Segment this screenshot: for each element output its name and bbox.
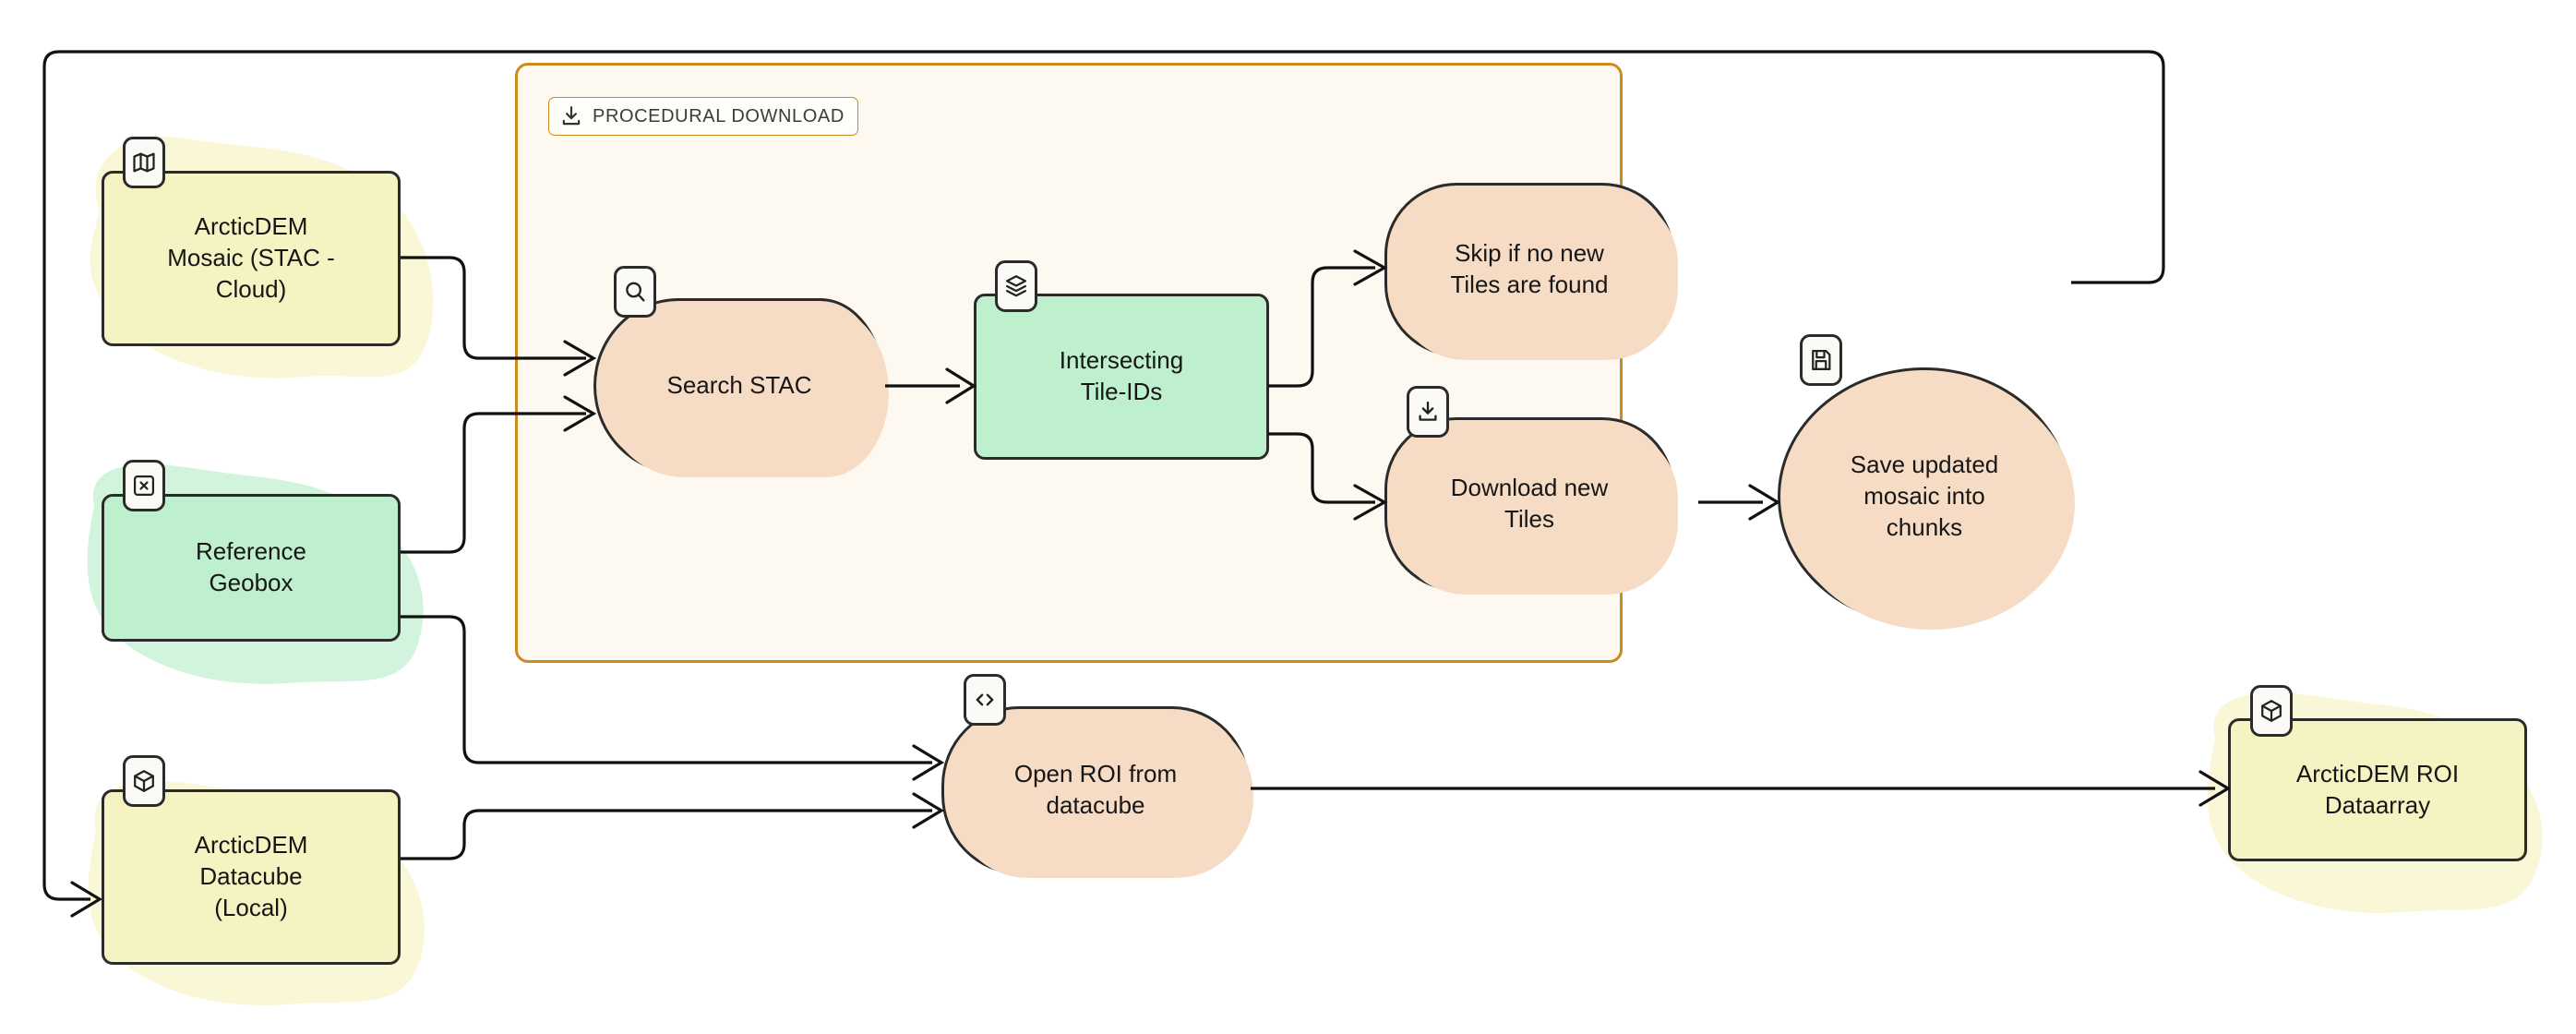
node-intersecting-tile-ids[interactable]: Intersecting Tile-IDs: [974, 294, 1269, 460]
search-icon: [614, 266, 656, 318]
node-label: Intersecting Tile-IDs: [1059, 346, 1184, 405]
save-icon: [1800, 334, 1842, 386]
node-arcticdem-roi-dataarray[interactable]: ArcticDEM ROI Dataarray: [2228, 718, 2527, 861]
node-label: ArcticDEM Mosaic (STAC - Cloud): [167, 212, 335, 303]
node-label: Save updated mosaic into chunks: [1850, 451, 1999, 541]
cube-icon: [123, 755, 165, 807]
layers-icon: [995, 260, 1037, 312]
node-label: Download new Tiles: [1450, 474, 1609, 533]
node-skip-if-no-new-tiles[interactable]: Skip if no new Tiles are found: [1384, 183, 1678, 360]
node-open-roi-from-datacube[interactable]: Open ROI from datacube: [941, 706, 1253, 878]
node-label: Reference Geobox: [196, 537, 306, 596]
map-icon: [123, 137, 165, 188]
cube-icon: [2250, 685, 2293, 737]
node-search-stac[interactable]: Search STAC: [593, 298, 889, 477]
node-label: Skip if no new Tiles are found: [1450, 239, 1609, 298]
node-label: ArcticDEM Datacube (Local): [194, 831, 308, 921]
node-download-new-tiles[interactable]: Download new Tiles: [1384, 417, 1678, 595]
node-arcticdem-datacube-local[interactable]: ArcticDEM Datacube (Local): [102, 789, 401, 965]
node-save-updated-mosaic-into-chunks[interactable]: Save updated mosaic into chunks: [1778, 367, 2075, 630]
download-icon: [1407, 386, 1449, 438]
code-icon: [964, 674, 1006, 726]
box-select-icon: [123, 460, 165, 511]
node-label: ArcticDEM ROI Dataarray: [2295, 759, 2460, 819]
node-reference-geobox[interactable]: Reference Geobox: [102, 494, 401, 642]
node-label: Open ROI from datacube: [1013, 760, 1178, 819]
node-label: Search STAC: [666, 371, 812, 400]
cluster-label-procedural-download[interactable]: PROCEDURAL DOWNLOAD: [548, 97, 858, 136]
node-arcticdem-mosaic-stac-cloud[interactable]: ArcticDEM Mosaic (STAC - Cloud): [102, 171, 401, 346]
cluster-label-text: PROCEDURAL DOWNLOAD: [593, 105, 845, 126]
download-icon: [559, 104, 583, 128]
